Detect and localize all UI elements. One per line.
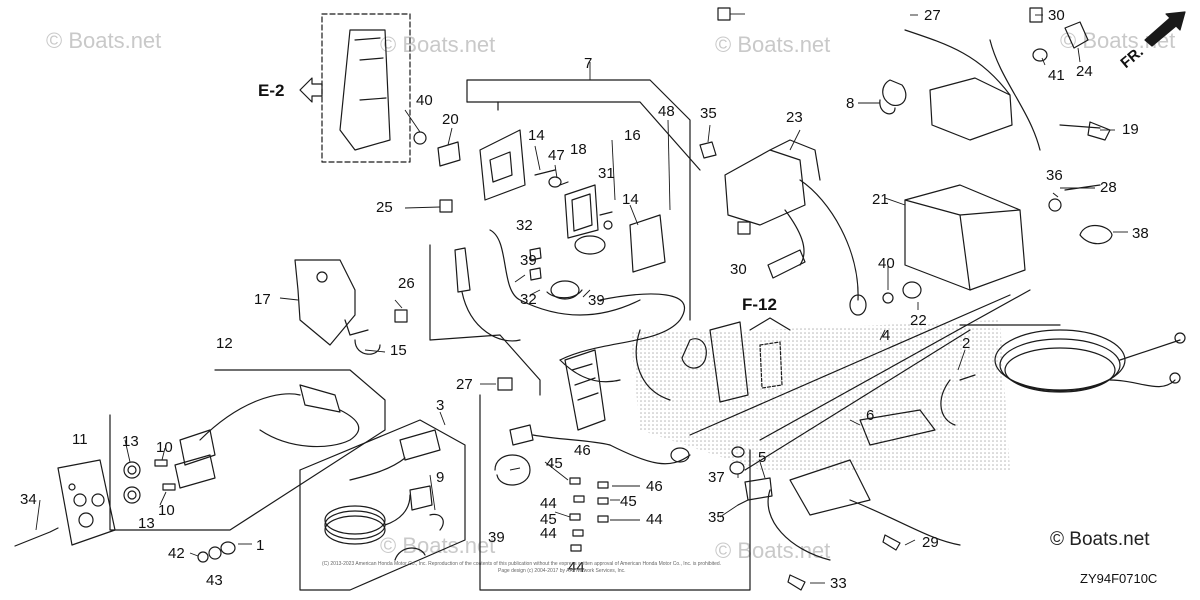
copyright-line-2: Page design (c) 2004-2017 by ARI Network… — [498, 568, 626, 574]
part-label-39b[interactable]: 39 — [588, 292, 605, 309]
connector-block — [564, 349, 606, 431]
part-label-43[interactable]: 43 — [206, 572, 223, 589]
part-label-21[interactable]: 21 — [872, 191, 889, 208]
part-label-19[interactable]: 19 — [1122, 121, 1139, 138]
group-7-frame — [466, 79, 691, 321]
part-label-27a[interactable]: 27 — [924, 7, 941, 24]
part-label-27b[interactable]: 27 — [456, 376, 473, 393]
part-label-23[interactable]: 23 — [786, 109, 803, 126]
part-label-46b[interactable]: 46 — [646, 478, 663, 495]
part-label-40b[interactable]: 40 — [878, 255, 895, 272]
part-label-26[interactable]: 26 — [398, 275, 415, 292]
diagram-code: ZY94F0710C — [1080, 571, 1158, 586]
stipple-area — [630, 320, 1010, 470]
part-label-37[interactable]: 37 — [708, 469, 725, 486]
part-label-44a[interactable]: 44 — [540, 495, 557, 512]
part-label-31[interactable]: 31 — [598, 165, 615, 182]
part-label-42[interactable]: 42 — [168, 545, 185, 562]
part-label-25[interactable]: 25 — [376, 199, 393, 216]
part-label-34[interactable]: 34 — [20, 491, 37, 508]
part-label-2[interactable]: 2 — [962, 335, 971, 352]
part-label-44c[interactable]: 44 — [646, 511, 663, 528]
part-label-4[interactable]: 4 — [882, 327, 891, 344]
part-label-22[interactable]: 22 — [910, 312, 927, 329]
dashed-box — [321, 13, 411, 163]
part-label-32b[interactable]: 32 — [520, 291, 537, 308]
part-label-14a[interactable]: 14 — [528, 127, 545, 144]
part-label-46a[interactable]: 46 — [574, 442, 591, 459]
section-ref-e2[interactable]: E-2 — [258, 81, 285, 100]
part-label-5[interactable]: 5 — [758, 449, 767, 466]
part-label-15[interactable]: 15 — [390, 342, 407, 359]
part-label-35b[interactable]: 35 — [708, 509, 725, 526]
part-label-29[interactable]: 29 — [922, 534, 939, 551]
part-label-48[interactable]: 48 — [658, 103, 675, 120]
group-12-frame — [109, 369, 386, 531]
part-label-16[interactable]: 16 — [624, 127, 641, 144]
copyright-line: (C) 2013-2023 American Honda Motor Co., … — [322, 561, 722, 567]
part-label-44d[interactable]: 44 — [568, 559, 585, 576]
control-panel — [57, 459, 116, 546]
part-label-40a[interactable]: 40 — [416, 92, 433, 109]
bracket-17 — [294, 259, 356, 346]
part-label-11[interactable]: 11 — [72, 431, 88, 448]
part-label-24[interactable]: 24 — [1076, 63, 1093, 80]
watermark: © Boats.net — [715, 32, 831, 57]
part-label-30b[interactable]: 30 — [730, 261, 747, 278]
part-label-8[interactable]: 8 — [846, 95, 855, 112]
part-label-14b[interactable]: 14 — [622, 191, 639, 208]
section-ref-f12[interactable]: F-12 — [742, 295, 777, 314]
part-label-1[interactable]: 1 — [256, 537, 265, 554]
part-label-18[interactable]: 18 — [570, 141, 587, 158]
part-label-13a[interactable]: 13 — [122, 433, 139, 450]
part-label-35a[interactable]: 35 — [700, 105, 717, 122]
part-label-12[interactable]: 12 — [216, 335, 233, 352]
part-label-9[interactable]: 9 — [436, 469, 445, 486]
watermark: © Boats.net — [1060, 28, 1176, 53]
part-label-45c[interactable]: 45 — [620, 493, 637, 510]
part-label-20[interactable]: 20 — [442, 111, 459, 128]
group-3-frame — [299, 419, 466, 591]
part-label-39a[interactable]: 39 — [520, 252, 537, 269]
watermark: © Boats.net — [46, 28, 162, 53]
part-label-30a[interactable]: 30 — [1048, 7, 1065, 24]
part-label-45a[interactable]: 45 — [546, 455, 563, 472]
part-label-32a[interactable]: 32 — [516, 217, 533, 234]
part-label-44b[interactable]: 44 — [540, 525, 557, 542]
part-label-39c[interactable]: 39 — [488, 529, 505, 546]
part-label-3[interactable]: 3 — [436, 397, 445, 414]
watermark: © Boats.net — [380, 533, 496, 558]
part-label-36[interactable]: 36 — [1046, 167, 1063, 184]
watermark: © Boats.net — [380, 32, 496, 57]
part-label-6[interactable]: 6 — [866, 407, 875, 424]
part-label-33[interactable]: 33 — [830, 575, 847, 592]
watermark-footer: © Boats.net — [1050, 529, 1150, 550]
part-label-45b[interactable]: 45 — [540, 511, 557, 528]
part-label-28[interactable]: 28 — [1100, 179, 1117, 196]
arrow-left-icon — [299, 77, 323, 103]
part-label-10a[interactable]: 10 — [156, 439, 173, 456]
arrow-fr-icon — [1144, 11, 1186, 47]
part-label-13b[interactable]: 13 — [138, 515, 155, 532]
watermark: © Boats.net — [715, 538, 831, 563]
part-label-7[interactable]: 7 — [584, 55, 593, 72]
part-label-47[interactable]: 47 — [548, 147, 565, 164]
part-label-10b[interactable]: 10 — [158, 502, 175, 519]
part-label-38[interactable]: 38 — [1132, 225, 1149, 242]
part-label-17[interactable]: 17 — [254, 291, 271, 308]
part-label-41[interactable]: 41 — [1048, 67, 1065, 84]
